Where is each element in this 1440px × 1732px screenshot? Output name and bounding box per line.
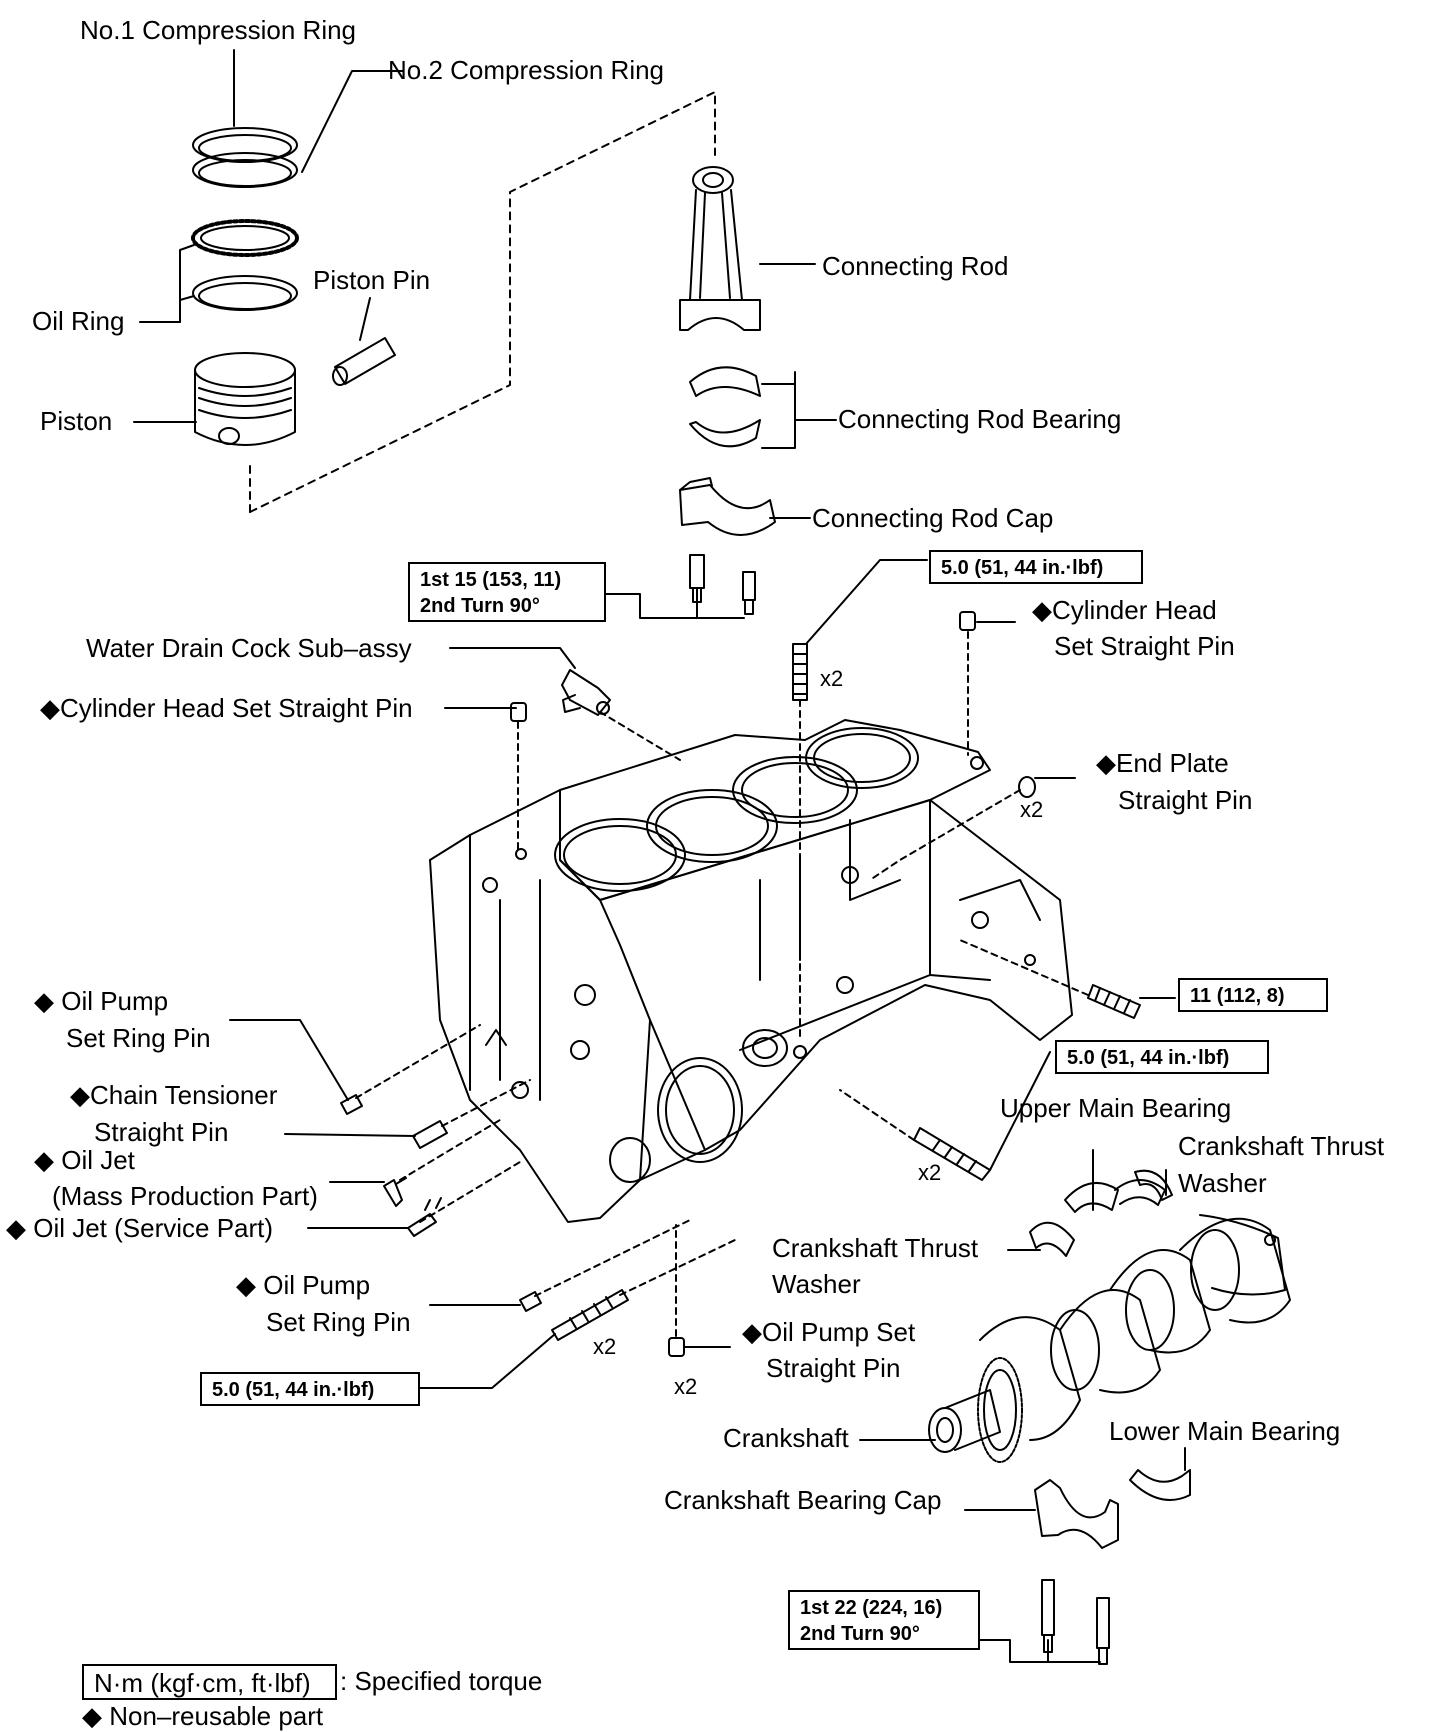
oil-pump-straight-pin-icon — [668, 1337, 685, 1357]
label-end-plate-pin-2: Straight Pin — [1118, 785, 1253, 815]
conrod-cap-icon — [679, 477, 776, 536]
oil-pump-ring-pin-2-icon — [519, 1291, 542, 1312]
conrod-bearing-upper-icon — [689, 366, 761, 397]
cyl-head-pin-left-icon — [510, 702, 527, 722]
torque-stud-right-value: 5.0 (51, 44 in.·lbf) — [1067, 1047, 1230, 1069]
torque-stud-bottom-value: 5.0 (51, 44 in.·lbf) — [212, 1379, 375, 1401]
stud-bolt-bottom-icon — [551, 1289, 629, 1341]
torque-stud-top-value: 5.0 (51, 44 in.·lbf) — [941, 557, 1104, 579]
qty-stud-bottom: x2 — [593, 1334, 617, 1359]
piston-pin-icon — [332, 337, 396, 386]
legend-unit-box: N·m (kgf·cm, ft·lbf) — [82, 1664, 337, 1700]
label-cylinder-head-pin-left: ◆Cylinder Head Set Straight Pin — [40, 693, 413, 723]
oil-jet-mass-icon — [383, 1177, 407, 1207]
thrust-washer-lower-icon — [1029, 1221, 1075, 1257]
torque-conrod-line1: 1st 15 (153, 11) — [420, 569, 562, 591]
label-water-drain-cock: Water Drain Cock Sub–assy — [86, 633, 412, 663]
label-thrust-washer-lower-a: Crankshaft Thrust — [772, 1233, 979, 1263]
label-connecting-rod-cap: Connecting Rod Cap — [812, 503, 1054, 533]
conrod-bolt-icon — [689, 554, 756, 615]
label-thrust-washer-lower-b: Washer — [772, 1269, 861, 1299]
compression-ring-2-icon — [192, 152, 298, 188]
label-chain-tensioner-b: Straight Pin — [94, 1117, 229, 1147]
torque-box-main: 1st 22 (224, 16) 2nd Turn 90° — [788, 1590, 980, 1650]
end-plate-pin-icon — [1018, 776, 1036, 798]
conrod-bearing-lower-icon — [689, 419, 761, 448]
thrust-washer-upper-icon — [1134, 1169, 1173, 1201]
label-end-plate-pin-1: ◆End Plate — [1096, 748, 1229, 778]
stud-bolt-right-icon — [913, 1127, 991, 1181]
piston-icon — [194, 352, 296, 446]
label-oil-pump-ring-pin-2b: Set Ring Pin — [266, 1307, 411, 1337]
label-upper-main-bearing: Upper Main Bearing — [1000, 1093, 1232, 1123]
label-oil-ring: Oil Ring — [32, 306, 125, 336]
plug-bolt-icon — [1087, 984, 1141, 1019]
oil-pump-ring-pin-1-icon — [340, 1094, 363, 1115]
label-oil-jet-service: ◆ Oil Jet (Service Part) — [6, 1213, 274, 1243]
label-piston: Piston — [40, 406, 113, 436]
label-no1-compression-ring: No.1 Compression Ring — [80, 15, 357, 45]
label-thrust-washer-upper-a: Crankshaft Thrust — [1178, 1131, 1385, 1161]
torque-box-plug: 11 (112, 8) — [1178, 978, 1328, 1012]
label-cylinder-head-pin-right-1: ◆Cylinder Head — [1032, 595, 1217, 625]
label-oil-pump-straight-pin-a: ◆Oil Pump Set — [742, 1317, 916, 1347]
stud-bolt-top-icon — [792, 643, 808, 701]
connecting-rod-icon — [679, 166, 761, 331]
label-oil-pump-ring-pin-2a: ◆ Oil Pump — [236, 1270, 371, 1300]
label-lower-main-bearing: Lower Main Bearing — [1109, 1416, 1341, 1446]
torque-plug-value: 11 (112, 8) — [1190, 985, 1285, 1007]
torque-main-line1: 1st 22 (224, 16) — [800, 1597, 943, 1619]
crankshaft-icon — [928, 1214, 1291, 1463]
cylinder-block-icon — [429, 719, 1073, 1223]
qty-stud-top: x2 — [820, 666, 844, 691]
label-oil-pump-straight-pin-b: Straight Pin — [766, 1353, 901, 1383]
chain-tensioner-pin-icon — [412, 1120, 448, 1149]
label-chain-tensioner-a: ◆Chain Tensioner — [70, 1080, 278, 1110]
torque-box-stud-right: 5.0 (51, 44 in.·lbf) — [1055, 1040, 1269, 1074]
label-oil-pump-ring-pin-1a: ◆ Oil Pump — [34, 986, 169, 1016]
label-connecting-rod: Connecting Rod — [822, 251, 1009, 281]
label-oil-jet-mass-a: ◆ Oil Jet — [34, 1145, 135, 1175]
label-oil-jet-mass-b: (Mass Production Part) — [52, 1181, 318, 1211]
torque-box-conrod: 1st 15 (153, 11) 2nd Turn 90° — [408, 562, 606, 622]
oil-jet-service-icon — [407, 1197, 442, 1237]
torque-main-line2: 2nd Turn 90° — [800, 1623, 920, 1645]
main-bolt-icon — [1041, 1579, 1110, 1665]
oil-ring-rail-icon — [192, 275, 298, 311]
label-cylinder-head-pin-right-2: Set Straight Pin — [1054, 631, 1235, 661]
torque-conrod-line2: 2nd Turn 90° — [420, 595, 540, 617]
torque-box-stud-top: 5.0 (51, 44 in.·lbf) — [929, 550, 1143, 584]
qty-end-plate: x2 — [1020, 797, 1044, 822]
water-drain-cock-icon — [561, 669, 611, 716]
label-crankshaft: Crankshaft — [723, 1423, 849, 1453]
label-piston-pin: Piston Pin — [313, 265, 431, 295]
qty-oil-pump-pin: x2 — [674, 1374, 698, 1399]
cyl-head-pin-right-icon — [959, 611, 976, 631]
label-connecting-rod-bearing: Connecting Rod Bearing — [838, 404, 1122, 434]
label-thrust-washer-upper-b: Washer — [1178, 1168, 1267, 1198]
qty-stud-right: x2 — [918, 1160, 942, 1185]
legend-non-reusable: ◆ Non–reusable part — [82, 1701, 324, 1731]
legend-unit-text: : Specified torque — [340, 1666, 543, 1696]
label-bearing-cap: Crankshaft Bearing Cap — [664, 1485, 942, 1515]
label-no2-compression-ring: No.2 Compression Ring — [388, 55, 665, 85]
legend-unit-box-text: N·m (kgf·cm, ft·lbf) — [94, 1668, 311, 1698]
assembly-lines — [355, 631, 1089, 1337]
oil-ring-expander-icon — [191, 219, 299, 257]
bearing-cap-icon — [1034, 1479, 1119, 1549]
lower-main-bearing-icon — [1129, 1469, 1191, 1501]
torque-box-stud-bottom: 5.0 (51, 44 in.·lbf) — [200, 1372, 420, 1406]
label-oil-pump-ring-pin-1b: Set Ring Pin — [66, 1023, 211, 1053]
